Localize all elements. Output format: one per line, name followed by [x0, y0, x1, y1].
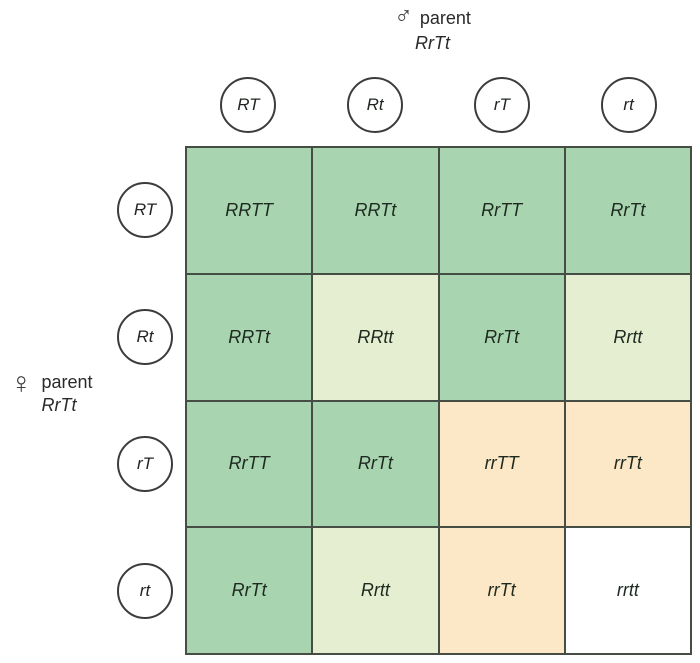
- female-parent-line: parent RrTt: [42, 372, 93, 416]
- female-symbol-icon: ♀: [10, 367, 33, 400]
- male-gamete-circle: RT: [220, 77, 277, 133]
- male-parent-label: ♂ parent RrTt: [185, 2, 680, 54]
- punnett-cell: RrTt: [565, 148, 690, 273]
- male-parent-genotype: RrTt: [415, 33, 450, 53]
- male-parent-text: parent: [419, 8, 471, 28]
- female-parent-label: ♀ parent RrTt: [10, 367, 93, 416]
- punnett-cell: rrtt: [565, 528, 690, 653]
- male-parent-line: ♂ parent: [394, 2, 471, 31]
- female-gametes-column: RT Rt rT rt: [117, 146, 173, 655]
- punnett-cell: rrTT: [439, 401, 564, 527]
- female-parent-genotype: RrTt: [41, 395, 77, 415]
- punnett-cell: RrTt: [187, 528, 312, 653]
- punnett-cell: RrTt: [313, 401, 438, 527]
- punnett-cell: Rrtt: [313, 528, 438, 653]
- punnett-cell: RRTt: [313, 148, 438, 273]
- punnett-cell: Rrtt: [565, 274, 690, 400]
- punnett-cell: rrTt: [565, 401, 690, 527]
- punnett-cell: RrTt: [439, 274, 564, 400]
- male-gamete-circle: Rt: [347, 77, 404, 133]
- punnett-cell: RrTT: [439, 148, 564, 273]
- punnett-cell: RRTT: [187, 148, 312, 273]
- female-gamete-circle: rT: [117, 436, 173, 493]
- male-symbol-icon: ♂: [394, 2, 413, 30]
- male-gametes-row: RT Rt rT rt: [185, 77, 692, 133]
- punnett-cell: rrTt: [439, 528, 564, 653]
- female-gamete-circle: rt: [117, 563, 173, 620]
- male-gamete-circle: rt: [600, 77, 657, 133]
- male-gamete-circle: rT: [473, 77, 530, 133]
- punnett-cell: RrTT: [187, 401, 312, 527]
- punnett-cell: RRTt: [187, 274, 312, 400]
- female-parent-text: parent: [41, 372, 93, 392]
- female-gamete-circle: RT: [117, 181, 173, 238]
- female-gamete-circle: Rt: [117, 308, 173, 365]
- punnett-cell: RRtt: [313, 274, 438, 400]
